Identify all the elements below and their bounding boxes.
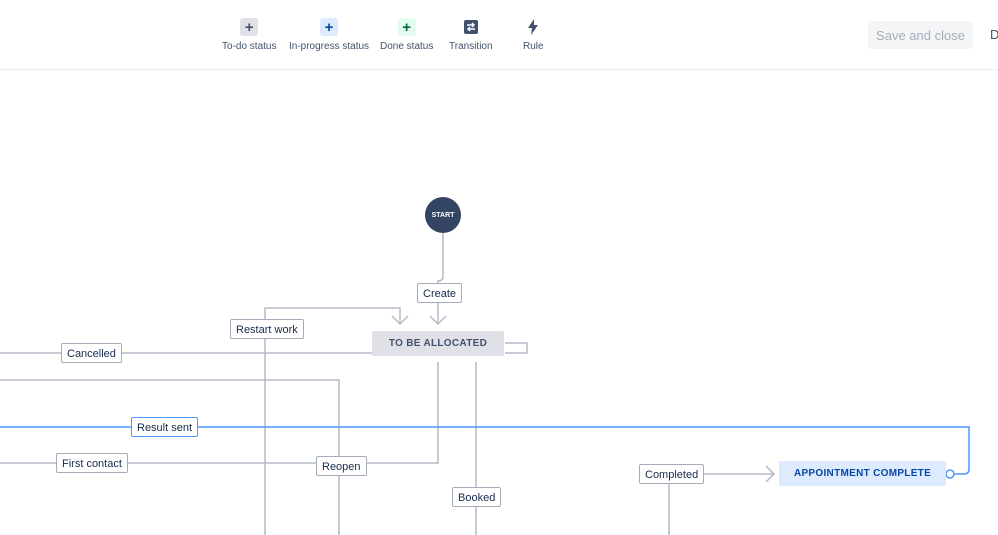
transition-completed[interactable]: Completed [639, 464, 705, 484]
add-todo-status-button[interactable]: + To-do status [222, 18, 276, 52]
tool-label: To-do status [222, 41, 277, 52]
transition-cancelled[interactable]: Cancelled [61, 343, 122, 363]
plus-icon: + [240, 18, 259, 36]
lightning-icon [524, 18, 542, 36]
connector-line [505, 342, 528, 354]
transition-result-sent[interactable]: Result sent [131, 417, 199, 437]
arrowhead [429, 315, 447, 326]
transition-icon [462, 18, 480, 36]
plus-icon: + [320, 18, 339, 36]
status-appointment-complete[interactable]: APPOINTMENT COMPLETE [779, 461, 946, 486]
tool-label: Done status [380, 41, 434, 52]
transition-reopen[interactable]: Reopen [316, 456, 367, 476]
transition-restart-work[interactable]: Restart work [230, 319, 304, 339]
discard-button[interactable]: D [990, 27, 998, 42]
start-node[interactable]: START [425, 197, 461, 233]
save-and-close-button[interactable]: Save and close [868, 21, 973, 49]
workflow-toolbar: + To-do status + In-progress status + Do… [0, 0, 998, 70]
connector-line [0, 379, 340, 535]
arrowhead [391, 315, 409, 326]
status-to-be-allocated[interactable]: TO BE ALLOCATED [372, 331, 504, 356]
add-done-status-button[interactable]: + Done status [380, 18, 433, 52]
add-inprogress-status-button[interactable]: + In-progress status [289, 18, 369, 52]
connector-line [0, 362, 439, 464]
add-rule-button[interactable]: Rule [523, 18, 544, 52]
add-transition-button[interactable]: Transition [449, 18, 493, 52]
tool-label: Transition [449, 41, 493, 52]
connector-line [437, 233, 444, 284]
connector-handle[interactable] [945, 469, 955, 479]
transition-booked[interactable]: Booked [452, 487, 502, 507]
tool-label: Rule [523, 41, 544, 52]
tool-label: In-progress status [289, 41, 370, 52]
connector-line [264, 307, 401, 535]
transition-create[interactable]: Create [417, 283, 463, 303]
transition-first-contact[interactable]: First contact [56, 453, 128, 473]
arrowhead [765, 465, 776, 483]
plus-icon: + [397, 18, 416, 36]
selected-connector-line [0, 426, 970, 475]
